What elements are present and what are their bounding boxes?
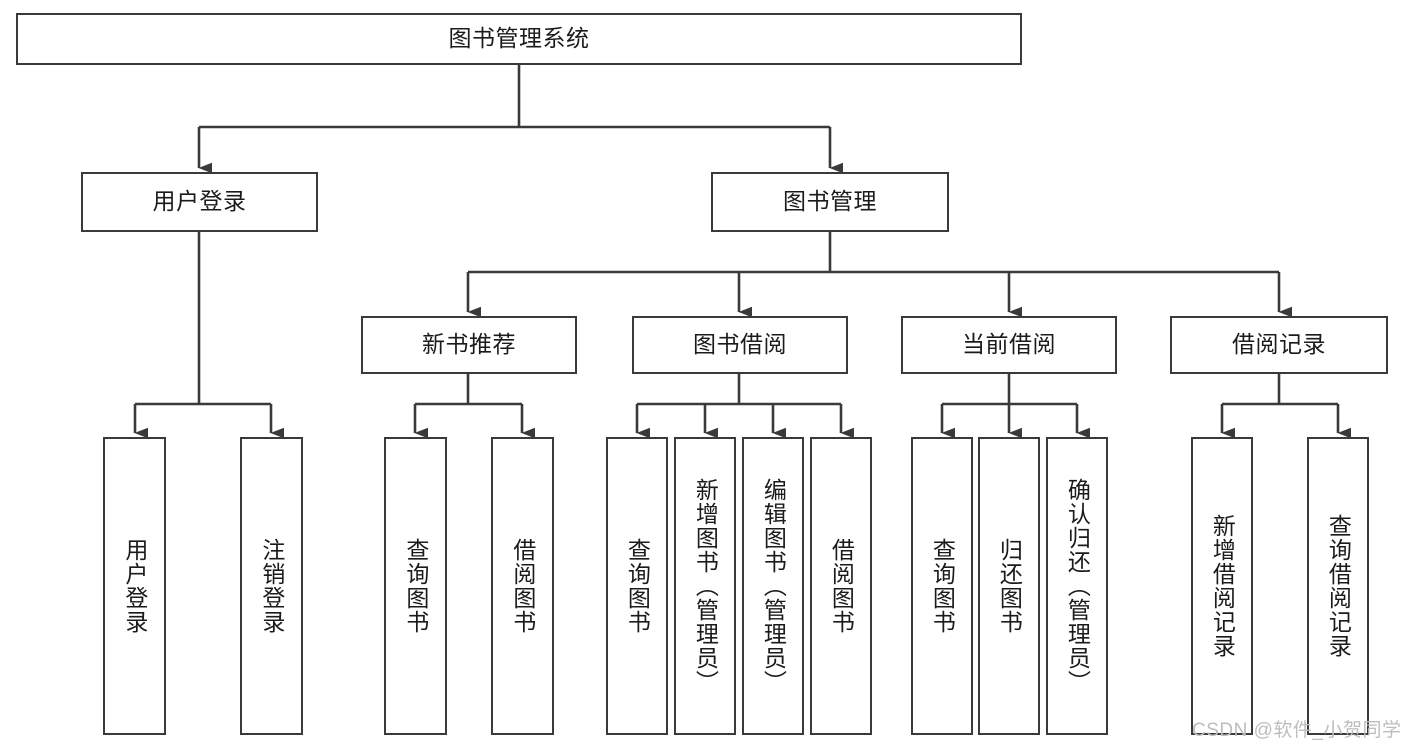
node-label: 查询图书: [402, 538, 429, 634]
node-label: 新增借阅记录: [1209, 514, 1236, 658]
leaf-book-borrow-add-book-admin[interactable]: 新增图书（管理员）: [674, 437, 736, 735]
node-label: 图书管理: [783, 188, 877, 215]
node-current-borrow[interactable]: 当前借阅: [901, 316, 1117, 374]
node-label: 确认归还（管理员）: [1064, 478, 1091, 694]
node-label: 新增图书（管理员）: [692, 478, 719, 694]
node-label: 借阅图书: [509, 538, 536, 634]
node-label: 借阅记录: [1232, 331, 1326, 358]
node-label: 用户登录: [152, 188, 247, 215]
node-label: 当前借阅: [962, 331, 1056, 358]
node-new-book-recommend[interactable]: 新书推荐: [361, 316, 577, 374]
node-label: 用户登录: [121, 538, 148, 634]
node-book-management[interactable]: 图书管理: [711, 172, 949, 232]
watermark-text: CSDN @软件_小贺同学: [1192, 720, 1402, 741]
leaf-new-book-query-book[interactable]: 查询图书: [384, 437, 447, 735]
leaf-borrow-record-query-record[interactable]: 查询借阅记录: [1307, 437, 1369, 735]
node-label: 注销登录: [258, 538, 285, 634]
leaf-new-book-borrow-book[interactable]: 借阅图书: [491, 437, 554, 735]
node-label: 图书管理系统: [448, 25, 590, 52]
leaf-user-login-logout[interactable]: 注销登录: [240, 437, 303, 735]
node-label: 归还图书: [996, 538, 1023, 634]
node-label: 图书借阅: [693, 331, 787, 358]
node-borrow-record[interactable]: 借阅记录: [1170, 316, 1388, 374]
leaf-current-borrow-query-book[interactable]: 查询图书: [911, 437, 973, 735]
node-label: 查询借阅记录: [1325, 514, 1352, 658]
node-label: 查询图书: [624, 538, 651, 634]
node-label: 编辑图书（管理员）: [760, 478, 787, 694]
leaf-current-borrow-return-book[interactable]: 归还图书: [978, 437, 1040, 735]
node-label: 借阅图书: [828, 538, 855, 634]
node-label: 查询图书: [929, 538, 956, 634]
leaf-book-borrow-query-book[interactable]: 查询图书: [606, 437, 668, 735]
node-book-borrow[interactable]: 图书借阅: [632, 316, 848, 374]
leaf-current-borrow-confirm-return-admin[interactable]: 确认归还（管理员）: [1046, 437, 1108, 735]
node-user-login[interactable]: 用户登录: [81, 172, 318, 232]
leaf-user-login-login[interactable]: 用户登录: [103, 437, 166, 735]
node-root-book-management-system[interactable]: 图书管理系统: [16, 13, 1022, 65]
leaf-book-borrow-edit-book-admin[interactable]: 编辑图书（管理员）: [742, 437, 804, 735]
leaf-borrow-record-add-record[interactable]: 新增借阅记录: [1191, 437, 1253, 735]
leaf-book-borrow-borrow-book[interactable]: 借阅图书: [810, 437, 872, 735]
node-label: 新书推荐: [422, 331, 516, 358]
